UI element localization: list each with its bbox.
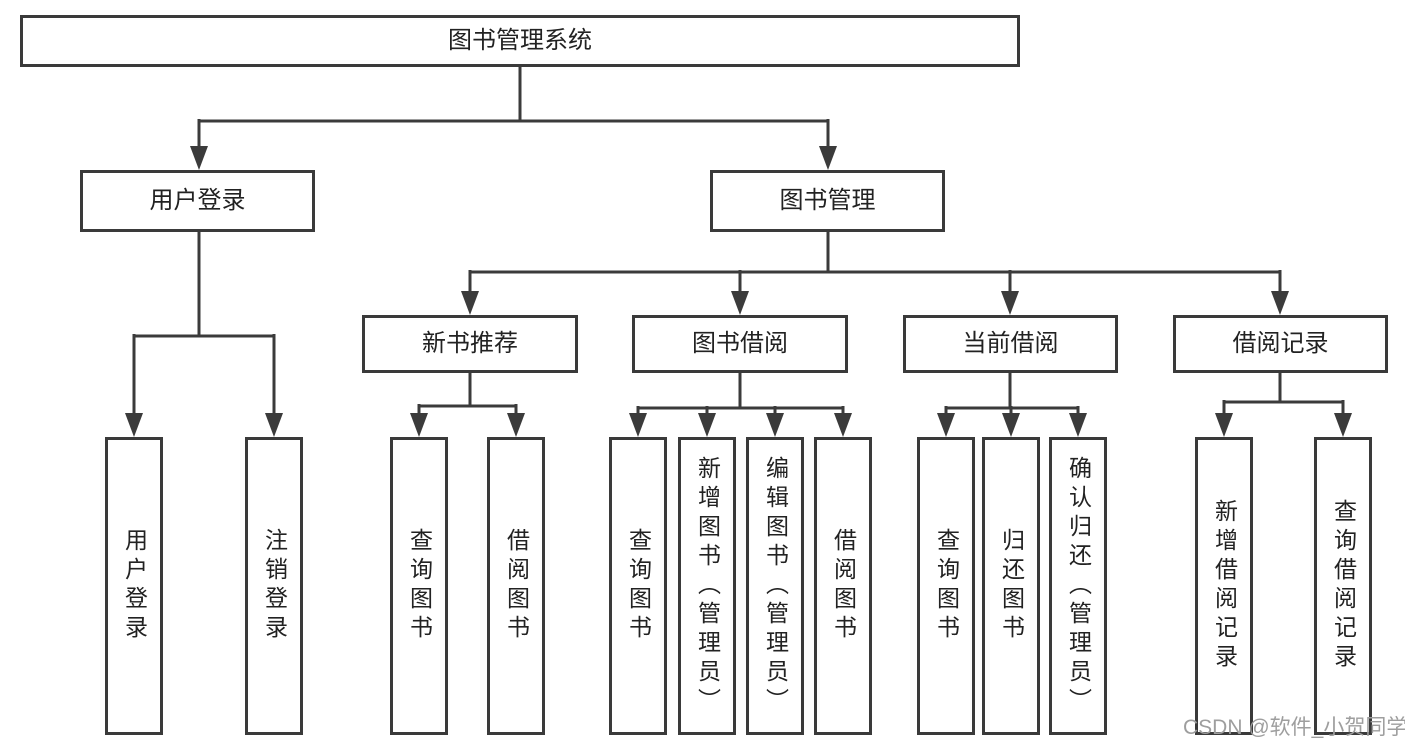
node-leaf-bb-borrow-book: 借阅图书 <box>814 437 872 735</box>
arrow-down-icon <box>1215 413 1233 437</box>
node-leaf-br-add-record-label: 新增借阅记录 <box>1211 499 1238 673</box>
arrow-down-icon <box>766 413 784 437</box>
connector-bookborrow-to-leaves <box>629 373 852 437</box>
connector-newbook-to-leaves <box>410 373 525 437</box>
node-current-borrow: 当前借阅 <box>903 315 1118 373</box>
node-leaf-bb-query-book: 查询图书 <box>609 437 667 735</box>
node-book-management: 图书管理 <box>710 170 945 232</box>
arrow-down-icon <box>1334 413 1352 437</box>
arrow-down-icon <box>1001 291 1019 315</box>
node-leaf-bb-edit-book-admin: 编辑图书（管理员） <box>746 437 804 735</box>
node-current-borrow-label: 当前借阅 <box>962 330 1059 357</box>
arrow-down-icon <box>265 413 283 437</box>
arrow-down-icon <box>698 413 716 437</box>
node-leaf-user-login: 用户登录 <box>105 437 163 735</box>
node-leaf-logout: 注销登录 <box>245 437 303 735</box>
arrow-down-icon <box>410 413 428 437</box>
connector-root-to-level2 <box>190 67 837 170</box>
node-leaf-bb-add-book-admin-label: 新增图书（管理员） <box>694 455 721 717</box>
watermark: CSDN @软件_小贺同学 <box>1183 716 1405 739</box>
node-leaf-nbr-borrow-book: 借阅图书 <box>487 437 545 735</box>
node-leaf-cb-confirm-return-admin: 确认归还（管理员） <box>1049 437 1107 735</box>
node-leaf-br-query-record-label: 查询借阅记录 <box>1330 499 1357 673</box>
node-book-management-label: 图书管理 <box>779 187 876 214</box>
node-root-label: 图书管理系统 <box>448 27 592 54</box>
node-leaf-cb-query-book-label: 查询图书 <box>933 528 960 644</box>
arrow-down-icon <box>461 291 479 315</box>
node-leaf-cb-return-book-label: 归还图书 <box>998 528 1025 644</box>
node-leaf-bb-query-book-label: 查询图书 <box>625 528 652 644</box>
node-book-borrow-label: 图书借阅 <box>692 330 788 357</box>
arrow-down-icon <box>834 413 852 437</box>
connector-bookmgmt-to-level3 <box>461 232 1289 315</box>
connector-records-to-leaves <box>1215 373 1352 437</box>
connector-userlogin-to-leaves <box>125 232 283 437</box>
node-leaf-nbr-query-book: 查询图书 <box>390 437 448 735</box>
node-borrow-records-label: 借阅记录 <box>1232 330 1329 357</box>
node-leaf-br-query-record: 查询借阅记录 <box>1314 437 1372 735</box>
node-leaf-bb-add-book-admin: 新增图书（管理员） <box>678 437 736 735</box>
node-leaf-cb-confirm-return-admin-label: 确认归还（管理员） <box>1065 455 1092 717</box>
node-user-login: 用户登录 <box>80 170 315 232</box>
node-leaf-br-add-record: 新增借阅记录 <box>1195 437 1253 735</box>
node-leaf-bb-edit-book-admin-label: 编辑图书（管理员） <box>762 455 789 717</box>
node-leaf-nbr-query-book-label: 查询图书 <box>406 528 433 644</box>
arrow-down-icon <box>1069 413 1087 437</box>
node-new-book-recommend: 新书推荐 <box>362 315 578 373</box>
arrow-down-icon <box>507 413 525 437</box>
node-new-book-recommend-label: 新书推荐 <box>422 330 518 357</box>
arrow-down-icon <box>819 146 837 170</box>
node-borrow-records: 借阅记录 <box>1173 315 1388 373</box>
node-user-login-label: 用户登录 <box>149 187 246 214</box>
node-leaf-logout-label: 注销登录 <box>261 528 288 644</box>
node-root: 图书管理系统 <box>20 15 1020 67</box>
node-leaf-nbr-borrow-book-label: 借阅图书 <box>503 528 530 644</box>
node-book-borrow: 图书借阅 <box>632 315 848 373</box>
node-leaf-cb-return-book: 归还图书 <box>982 437 1040 735</box>
connector-currentborrow-to-leaves <box>937 373 1087 437</box>
node-leaf-user-login-label: 用户登录 <box>121 528 148 644</box>
arrow-down-icon <box>1271 291 1289 315</box>
arrow-down-icon <box>125 413 143 437</box>
arrow-down-icon <box>937 413 955 437</box>
arrow-down-icon <box>731 291 749 315</box>
arrow-down-icon <box>629 413 647 437</box>
node-leaf-cb-query-book: 查询图书 <box>917 437 975 735</box>
node-leaf-bb-borrow-book-label: 借阅图书 <box>830 528 857 644</box>
arrow-down-icon <box>190 146 208 170</box>
arrow-down-icon <box>1002 413 1020 437</box>
